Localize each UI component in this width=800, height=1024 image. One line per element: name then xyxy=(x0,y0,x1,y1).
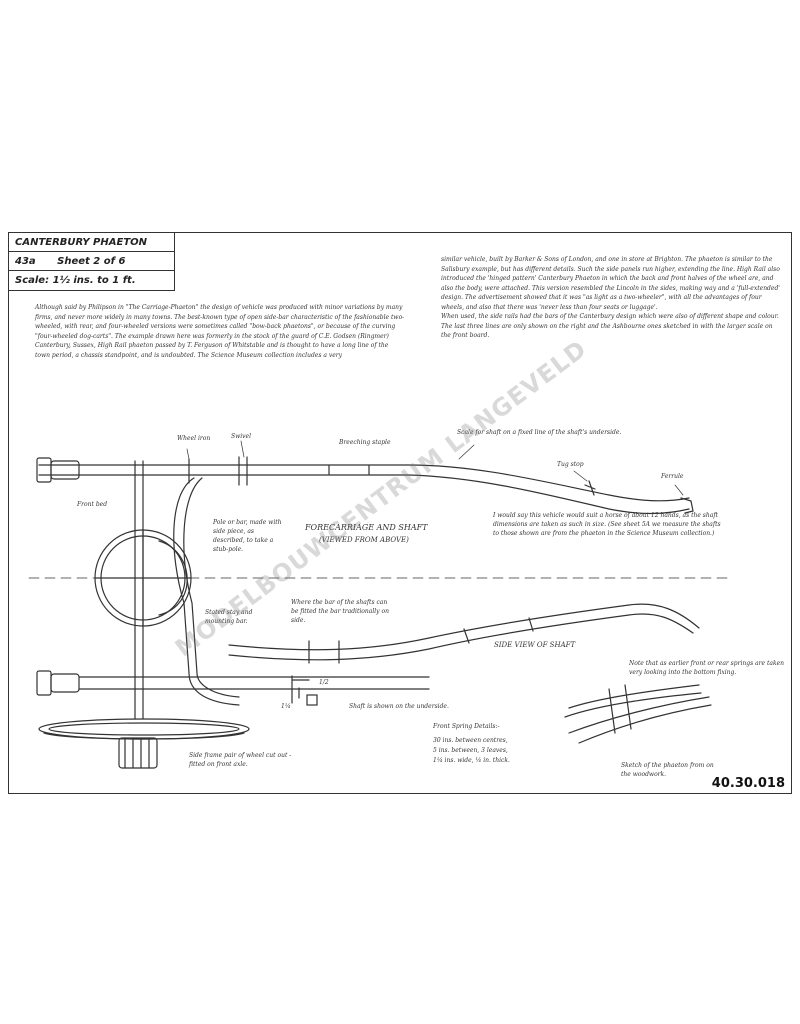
spring-details-title: Front Spring Details:- xyxy=(433,723,500,730)
wheel-footnote: Side frame pair of wheel cut out - fitte… xyxy=(189,752,292,768)
intro-text-left: Although said by Philipson in "The Carri… xyxy=(35,304,405,359)
fifth-wheel-arc xyxy=(158,540,188,616)
horse-size-note: I would say this vehicle would suit a ho… xyxy=(493,512,721,537)
drawing-sheet: CANTERBURY PHAETON 43a Sheet 2 of 6 Scal… xyxy=(8,232,792,794)
drawing-number: 43a xyxy=(15,256,36,267)
label-side-view: SIDE VIEW OF SHAFT xyxy=(494,641,576,649)
spring-detail-line: 30 ins. between centres, xyxy=(433,737,508,744)
reference-number: 40.30.018 xyxy=(711,776,785,791)
label-wheel-iron: Wheel iron xyxy=(177,435,211,442)
where-note: Where the bar of the shafts can be fitte… xyxy=(291,599,389,624)
sheet-number: Sheet 2 of 6 xyxy=(57,256,126,267)
label-ferrule: Ferrule xyxy=(661,473,684,480)
futchell xyxy=(173,477,240,706)
label-swivel: Swivel xyxy=(231,433,252,440)
shaft-tip xyxy=(680,497,694,514)
upper-end-cap xyxy=(36,457,52,483)
lower-axle xyxy=(78,676,430,690)
upper-hub xyxy=(50,460,80,480)
label-breeching-staple: Breeching staple xyxy=(339,439,391,446)
dimension-quarter: 1¼ xyxy=(281,703,291,710)
label-front-bed: Front bed xyxy=(77,501,108,508)
upper-shaft-inner xyxy=(38,474,690,515)
spring-sketch xyxy=(564,684,712,744)
lower-end-cap xyxy=(36,670,52,696)
label-forecarriage-sub: (VIEWED FROM ABOVE) xyxy=(319,536,409,544)
perch xyxy=(134,460,144,720)
title-block: CANTERBURY PHAETON 43a Sheet 2 of 6 Scal… xyxy=(9,233,175,291)
label-tug-stop: Tug stop xyxy=(557,461,584,468)
spring-note: Note that as earlier front or rear sprin… xyxy=(629,660,785,676)
label-dash-note: Scale for shaft on a fixed line of the s… xyxy=(457,429,622,436)
intro-text-right: similar vehicle, built by Barker & Sons … xyxy=(441,256,780,339)
drawing-title: CANTERBURY PHAETON xyxy=(9,233,174,252)
shaft-underside-note: Shaft is shown on the underside. xyxy=(349,703,449,710)
pole-bar-note: Pole or bar, made with side piece, as de… xyxy=(213,519,282,553)
drawing-scale: Scale: 1½ ins. to 1 ft. xyxy=(15,275,136,286)
sketch-note: Sketch of the phaeton from on the woodwo… xyxy=(621,762,714,778)
upper-shaft xyxy=(38,464,690,502)
dimension-half: 1/2 xyxy=(319,679,329,686)
spring-detail-line: 1¼ ins. wide, ¼ in. thick. xyxy=(433,757,510,764)
road-wheel xyxy=(38,718,250,740)
drawing-number-row: 43a Sheet 2 of 6 xyxy=(9,252,174,271)
label-forecarriage: FORECARRIAGE AND SHAFT xyxy=(305,523,428,532)
side-view-shaft xyxy=(228,603,700,651)
shaft-bar-note: Stated stay and mounting bar. xyxy=(205,609,253,625)
axle-box xyxy=(118,737,158,769)
technical-drawing xyxy=(28,440,730,769)
spring-detail-line: 5 ins. between, 3 leaves, xyxy=(433,747,508,754)
